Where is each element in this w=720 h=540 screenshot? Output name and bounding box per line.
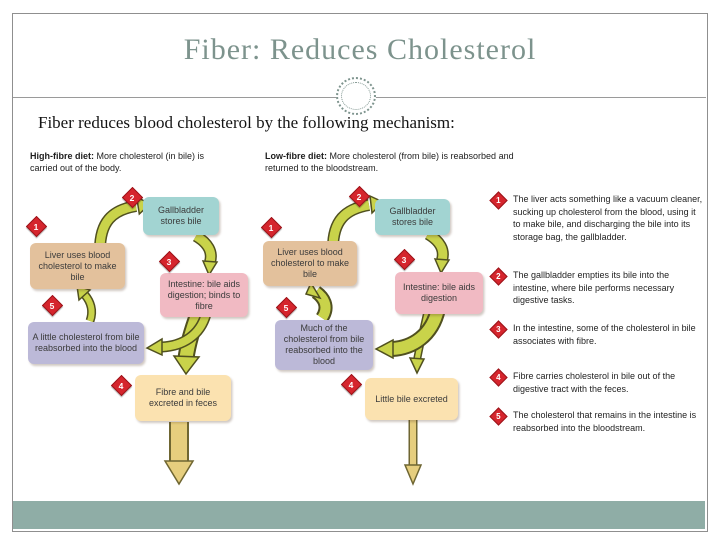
legend-item-4: 4 Fibre carries cholesterol in bile out … (489, 368, 704, 395)
legend-text-5: The cholesterol that remains in the inte… (513, 410, 697, 433)
legend-text-2: The gallbladder empties its bile into th… (513, 270, 675, 305)
legend-marker-2: 2 (489, 267, 508, 286)
arrow-gallbladder-to-intestine-high (192, 230, 219, 277)
legend-text-4: Fibre carries cholesterol in bile out of… (513, 371, 676, 394)
arrow-gallbladder-to-intestine-low (424, 228, 451, 275)
box-excreted-high: Fibre and bile excreted in feces (135, 375, 231, 421)
legend-marker-1: 1 (489, 191, 508, 210)
legend-item-5: 5 The cholesterol that remains in the in… (489, 407, 704, 434)
low-fibre-heading: Low-fibre diet: More cholesterol (from b… (265, 151, 514, 173)
box-intestine-low: Intestine: bile aids digestion (395, 272, 483, 314)
decorative-circle-icon (336, 77, 376, 115)
arrow-blood-to-liver-low (304, 281, 333, 322)
slide-subtitle: Fiber reduces blood cholesterol by the f… (38, 113, 455, 132)
arrow-intestine-to-blood-low (374, 306, 446, 360)
legend-text-3: In the intestine, some of the cholestero… (513, 323, 696, 346)
arrow-feces-excretion-low (403, 420, 423, 486)
slide-border (12, 13, 708, 532)
arrow-intestine-to-blood-high (145, 312, 212, 357)
arrow-blood-to-liver-high (76, 284, 97, 323)
legend-marker-3: 3 (489, 320, 508, 339)
legend-text-1: The liver acts something like a vacuum c… (513, 194, 703, 242)
box-reabsorbed-low: Much of the cholesterol from bile reabso… (275, 320, 373, 370)
legend-marker-4: 4 (489, 368, 508, 387)
box-reabsorbed-high: A little cholesterol from bile reabsorbe… (28, 322, 144, 364)
box-excreted-low: Little bile excreted (365, 378, 458, 420)
box-intestine-high: Intestine: bile aids digestion; binds to… (160, 273, 248, 317)
box-gallbladder-low: Gallbladder stores bile (375, 199, 450, 235)
box-gallbladder-high: Gallbladder stores bile (143, 197, 219, 235)
legend-item-3: 3 In the intestine, some of the choleste… (489, 320, 704, 347)
high-fibre-heading: High-fibre diet: More cholesterol (in bi… (30, 151, 205, 173)
box-liver-low: Liver uses blood cholesterol to make bil… (263, 241, 357, 286)
footer-bar (13, 501, 705, 529)
legend-item-1: 1 The liver acts something like a vacuum… (489, 191, 704, 243)
arrow-feces-excretion-high (163, 422, 195, 486)
legend-marker-5: 5 (489, 407, 508, 426)
legend-item-2: 2 The gallbladder empties its bile into … (489, 267, 704, 307)
box-liver-high: Liver uses blood cholesterol to make bil… (30, 243, 125, 289)
page-title: Fiber: Reduces Cholesterol (183, 33, 537, 66)
